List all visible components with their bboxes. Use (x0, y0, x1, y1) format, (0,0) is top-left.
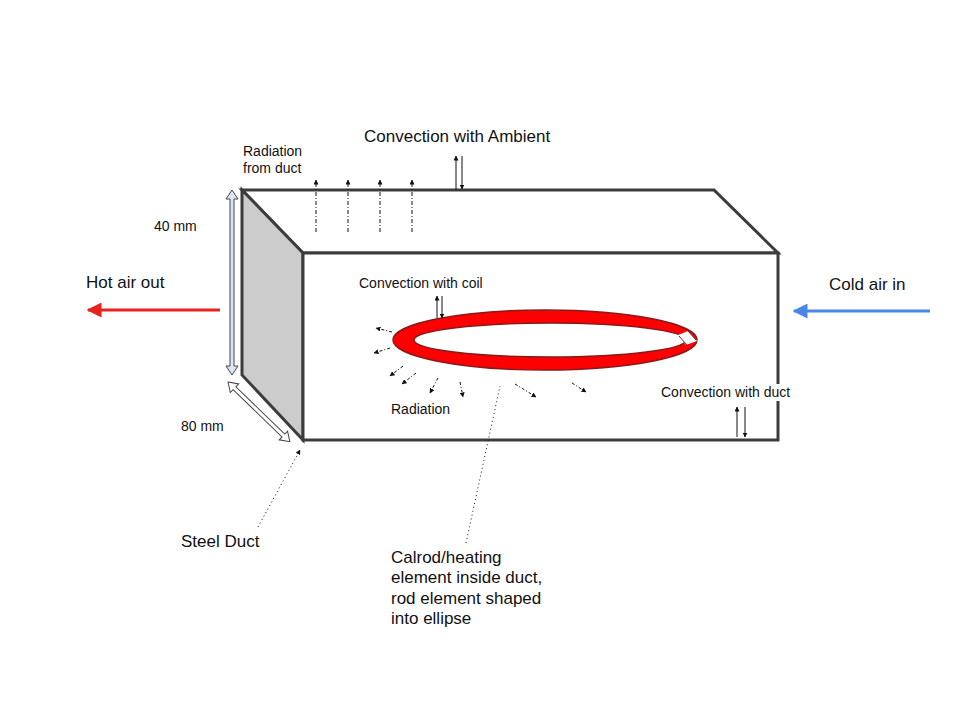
radiation-arrows (374, 328, 586, 397)
radiation-label: Radiation (390, 401, 451, 418)
radiation-arrows (316, 180, 412, 232)
convection-label: Convection with Ambient (363, 127, 551, 147)
heating-element-inner (414, 323, 686, 357)
leader-line (466, 386, 500, 543)
convection-label: Convection with coil (358, 275, 484, 292)
hot-air-arrow (88, 309, 220, 312)
dimension-label: 80 mm (180, 418, 225, 435)
element-gap-edge (688, 331, 696, 340)
dimension-label: 40 mm (153, 218, 198, 235)
part-label: Steel Duct (180, 532, 260, 552)
part-label: Calrod/heating element inside duct, rod … (390, 548, 547, 630)
inlet-label: Cold air in (828, 275, 907, 295)
cold-air-arrow (794, 310, 930, 313)
dimension-arrow (224, 378, 294, 446)
outlet-label: Hot air out (85, 273, 165, 293)
duct-top-face (242, 190, 778, 253)
radiation-label: Radiation from duct (242, 143, 326, 177)
element-gap (678, 331, 697, 345)
duct-front-face (303, 253, 778, 440)
leader-line (258, 450, 300, 527)
heating-element (393, 310, 697, 370)
dimension-arrow (226, 190, 238, 375)
convection-label: Convection with duct (660, 384, 791, 401)
element-gap-edge (679, 336, 687, 345)
